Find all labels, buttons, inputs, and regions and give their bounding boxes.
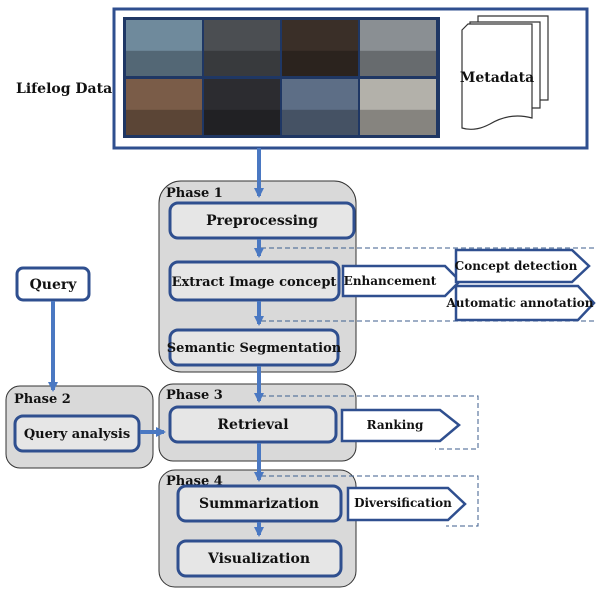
lifelog-photo-shade: [282, 109, 358, 135]
lifelog-photo-shade: [204, 50, 280, 76]
pentagon-labels: Enhancement Concept detection Automatic …: [340, 248, 596, 522]
semantic-segmentation-box: [168, 328, 340, 367]
lifelog-photo-shade: [204, 109, 280, 135]
lifelog-photo-shade: [282, 50, 358, 76]
retrieval-box: [168, 405, 338, 444]
lifelog-photo: [204, 79, 280, 135]
query-analysis-label: Query analysis: [24, 427, 130, 442]
phase2-title: Phase 2: [14, 392, 71, 407]
metadata-label: Metadata: [460, 70, 534, 86]
dashed-regions: [261, 247, 596, 527]
extract-concept-label: Extract Image concept: [172, 275, 337, 290]
lifelog-photo-shade: [360, 50, 436, 76]
lifelog-photo: [282, 20, 358, 76]
lifelog-photo: [126, 20, 202, 76]
metadata-icon: [461, 15, 549, 130]
enhancement-shape: [341, 264, 462, 298]
lifelog-photo: [360, 79, 436, 135]
query-analysis-box: [13, 414, 141, 453]
process-boxes: Preprocessing Extract Image concept Sema…: [13, 201, 356, 578]
visualization-box: [176, 539, 343, 578]
automatic-annotation-shape: [454, 284, 596, 322]
query-label: Query: [30, 277, 78, 293]
photo-grid: [126, 20, 436, 135]
enhancement-label: Enhancement: [344, 274, 437, 288]
phase1-title: Phase 1: [166, 186, 223, 201]
dataset-label: Lifelog Dataset: [16, 81, 136, 97]
diversification-label: Diversification: [354, 496, 452, 510]
summarization-label: Summarization: [199, 496, 319, 512]
query-box: [15, 266, 91, 302]
visualization-label: Visualization: [207, 551, 310, 567]
lifelog-photo: [360, 20, 436, 76]
ranking-label: Ranking: [367, 418, 424, 432]
lifelog-photo-shade: [126, 50, 202, 76]
diversification-shape: [346, 486, 467, 522]
lifelog-photo-shade: [126, 109, 202, 135]
concept-detection-shape: [454, 248, 591, 284]
flow-arrows: [48, 148, 264, 537]
preprocessing-box: [168, 201, 356, 240]
extract-concept-box: [168, 260, 341, 302]
phase3-title: Phase 3: [166, 388, 223, 403]
lifelog-photo-shade: [360, 109, 436, 135]
retrieval-label: Retrieval: [217, 417, 288, 433]
summarization-box: [176, 484, 343, 523]
semantic-segmentation-label: Semantic Segmentation: [167, 341, 342, 356]
ranking-shape: [340, 408, 461, 443]
lifelog-photo: [282, 79, 358, 135]
lifelog-photo: [126, 79, 202, 135]
automatic-annotation-label: Automatic annotation: [445, 296, 593, 310]
concept-detection-label: Concept detection: [455, 259, 578, 273]
lifelog-photo: [204, 20, 280, 76]
preprocessing-label: Preprocessing: [206, 213, 318, 229]
